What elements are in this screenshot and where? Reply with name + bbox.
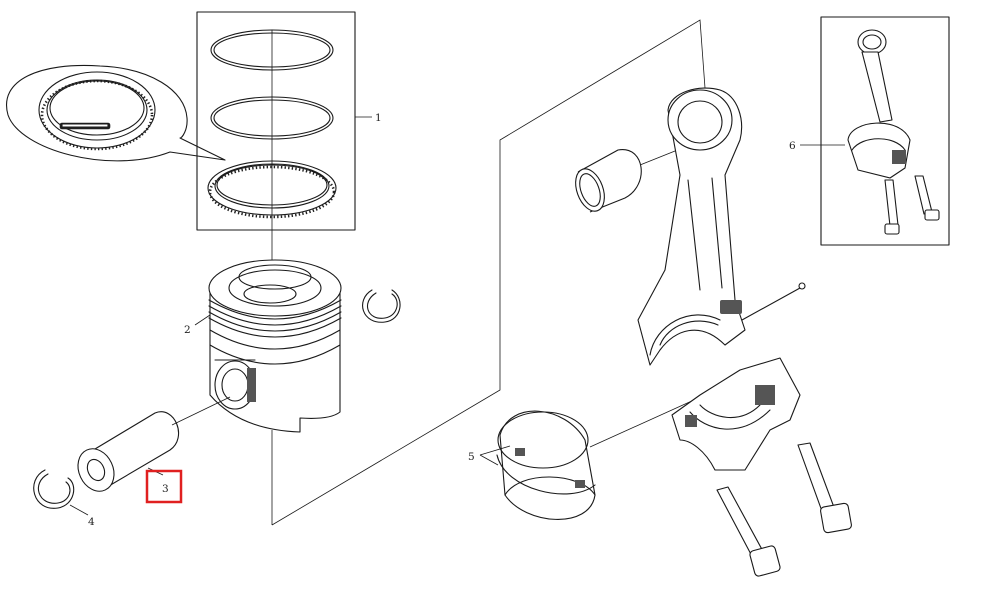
callout-5-label: 5 [468,451,475,463]
connecting-rod-assembly-icon [847,29,940,235]
piston: 2 [184,259,342,433]
piston-pin-icon [77,411,180,492]
piston-ring-set: 1 [6,11,382,232]
callout-2-leader [194,314,211,326]
callout-4-leader [69,504,89,516]
snap-ring-right [362,289,401,323]
assembly-connector-lines [271,19,706,526]
pin-to-piston-line [171,396,231,426]
rod-bolt-right [797,442,852,534]
assembly-inset-frame [820,16,950,246]
callout-1-label: 1 [375,112,382,124]
connecting-rod-assembly: 6 [789,16,950,246]
callout-6-label: 6 [789,140,796,152]
callout-2-label: 2 [184,324,191,336]
snap-ring-icon [33,469,75,509]
callout-3-highlight-box [145,469,183,504]
bearing-shell-icon [496,410,596,520]
callout-5-leader [479,445,511,456]
connecting-rod [575,87,806,366]
small-end-bushing [575,149,642,213]
callout-4-label: 4 [88,516,95,528]
oil-ring-detail-bubble [6,64,226,162]
ring-set-frame [196,11,356,231]
piston-icon [208,259,342,433]
rod-bolt-left [716,486,781,577]
callout-3-label: 3 [162,483,169,495]
bearing-shells: 5 [468,394,706,520]
piston-ring-set-icon [207,29,337,232]
piston-pin: 3 [77,396,231,504]
snap-ring-left: 4 [33,469,95,528]
rod-cap [671,357,852,577]
